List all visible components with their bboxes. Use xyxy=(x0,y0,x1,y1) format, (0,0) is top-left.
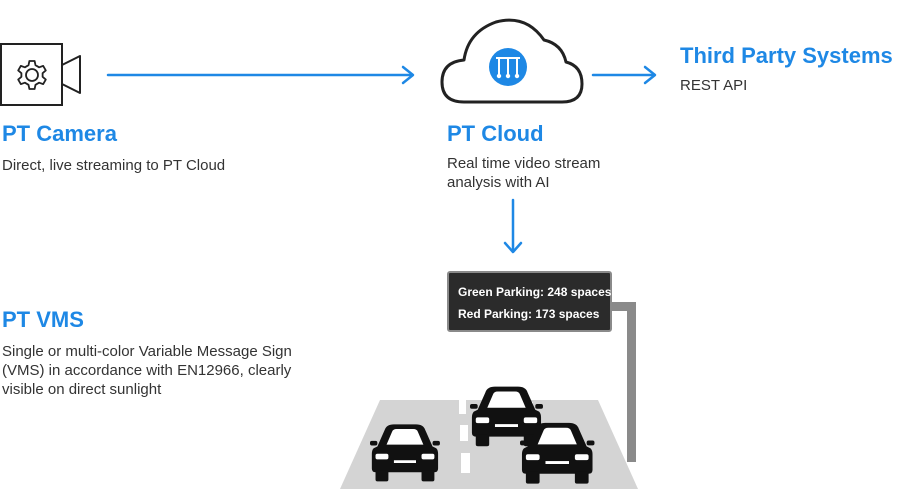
cloud-description-line: Real time video stream xyxy=(447,155,601,172)
sign-line-green: Green Parking: 248 spaces xyxy=(458,285,612,299)
arrow-cloud-to-vms xyxy=(503,198,523,254)
camera-title: PT Camera xyxy=(2,121,117,146)
arrow-cloud-to-third-party xyxy=(591,65,657,85)
vms-title: PT VMS xyxy=(2,307,84,332)
third-party-title: Third Party Systems xyxy=(680,43,893,68)
cloud-description-line: analysis with AI xyxy=(447,174,550,191)
sign-pole xyxy=(610,302,636,462)
cloud-chip-icon xyxy=(440,18,584,104)
cloud-title: PT Cloud xyxy=(447,121,544,146)
vms-description-line: Single or multi-color Variable Message S… xyxy=(2,343,292,360)
camera-gear-icon xyxy=(0,43,81,106)
variable-message-sign: Green Parking: 248 spaces Red Parking: 1… xyxy=(447,271,612,332)
vms-description-line: visible on direct sunlight xyxy=(2,381,162,398)
arrow-camera-to-cloud xyxy=(106,65,415,85)
sign-line-red: Red Parking: 173 spaces xyxy=(458,307,600,321)
vms-description: Single or multi-color Variable Message S… xyxy=(2,342,292,399)
vms-description-line: (VMS) in accordance with EN12966, clearl… xyxy=(2,362,292,379)
third-party-description: REST API xyxy=(680,77,748,94)
camera-description: Direct, live streaming to PT Cloud xyxy=(2,157,226,174)
cloud-description: Real time video stream analysis with AI xyxy=(447,154,600,192)
